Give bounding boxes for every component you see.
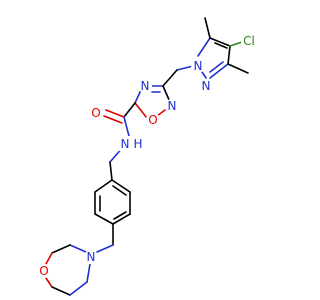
bond — [109, 161, 113, 181]
atom-text: H — [133, 137, 142, 151]
bond — [103, 115, 123, 124]
bond — [45, 277, 53, 288]
bond — [204, 17, 211, 39]
atom-text: O — [39, 264, 48, 278]
bond — [94, 213, 114, 225]
atom-text: N — [194, 59, 203, 73]
bond — [209, 63, 229, 79]
atom-label-o-oxadiazole: O — [146, 113, 160, 127]
atom-label-o-carbonyl: O — [89, 106, 103, 120]
bond — [86, 263, 91, 283]
bond — [113, 211, 127, 220]
atom-text: N — [121, 137, 130, 151]
morpholine-ring — [45, 244, 91, 296]
bond — [214, 42, 228, 49]
pyrazole-ring — [197, 17, 249, 79]
bond — [112, 213, 131, 225]
atom-label-n-amide: N H — [119, 136, 145, 151]
bond — [96, 244, 114, 253]
atom-text: Cl — [243, 34, 255, 48]
bond — [227, 63, 249, 74]
bond — [162, 69, 178, 87]
bond — [45, 252, 53, 265]
bond — [123, 102, 136, 118]
bond — [197, 37, 211, 57]
atom-label-n-morpholine: N — [84, 250, 98, 264]
atom-label-n-pyrazole-1: N — [191, 59, 205, 73]
benzene-ring — [94, 161, 131, 225]
bond — [111, 179, 131, 193]
bond — [227, 45, 231, 65]
bond — [134, 102, 148, 119]
bond — [134, 89, 142, 104]
bond — [69, 244, 87, 253]
bond — [209, 61, 224, 73]
oxadiazole-ring — [134, 85, 171, 119]
bond — [112, 185, 127, 196]
bond — [162, 85, 171, 103]
bond — [229, 41, 243, 47]
atom-text: N — [168, 99, 177, 113]
bond — [51, 244, 71, 254]
bond — [156, 109, 166, 117]
atom-label-n-oxadiazole-2: N — [165, 99, 179, 113]
atom-text: O — [148, 113, 157, 127]
atom-text: N — [87, 250, 96, 264]
bond — [94, 179, 113, 193]
bond — [176, 65, 194, 71]
bond — [209, 37, 231, 47]
atom-label-chlorine: Cl — [241, 33, 258, 48]
bond — [105, 109, 125, 118]
atom-label-n-pyrazole-2: N — [199, 79, 213, 93]
molecule-structure-diagram: N N Cl N O N O N H N O — [37, 17, 258, 296]
atom-label-n-oxadiazole-3: N — [138, 79, 152, 93]
atom-text: N — [141, 79, 150, 93]
bond — [51, 286, 71, 296]
atom-label-o-morpholine: O — [37, 264, 51, 278]
atom-text: N — [202, 79, 211, 93]
bond — [69, 281, 88, 296]
atom-text: O — [91, 106, 100, 120]
